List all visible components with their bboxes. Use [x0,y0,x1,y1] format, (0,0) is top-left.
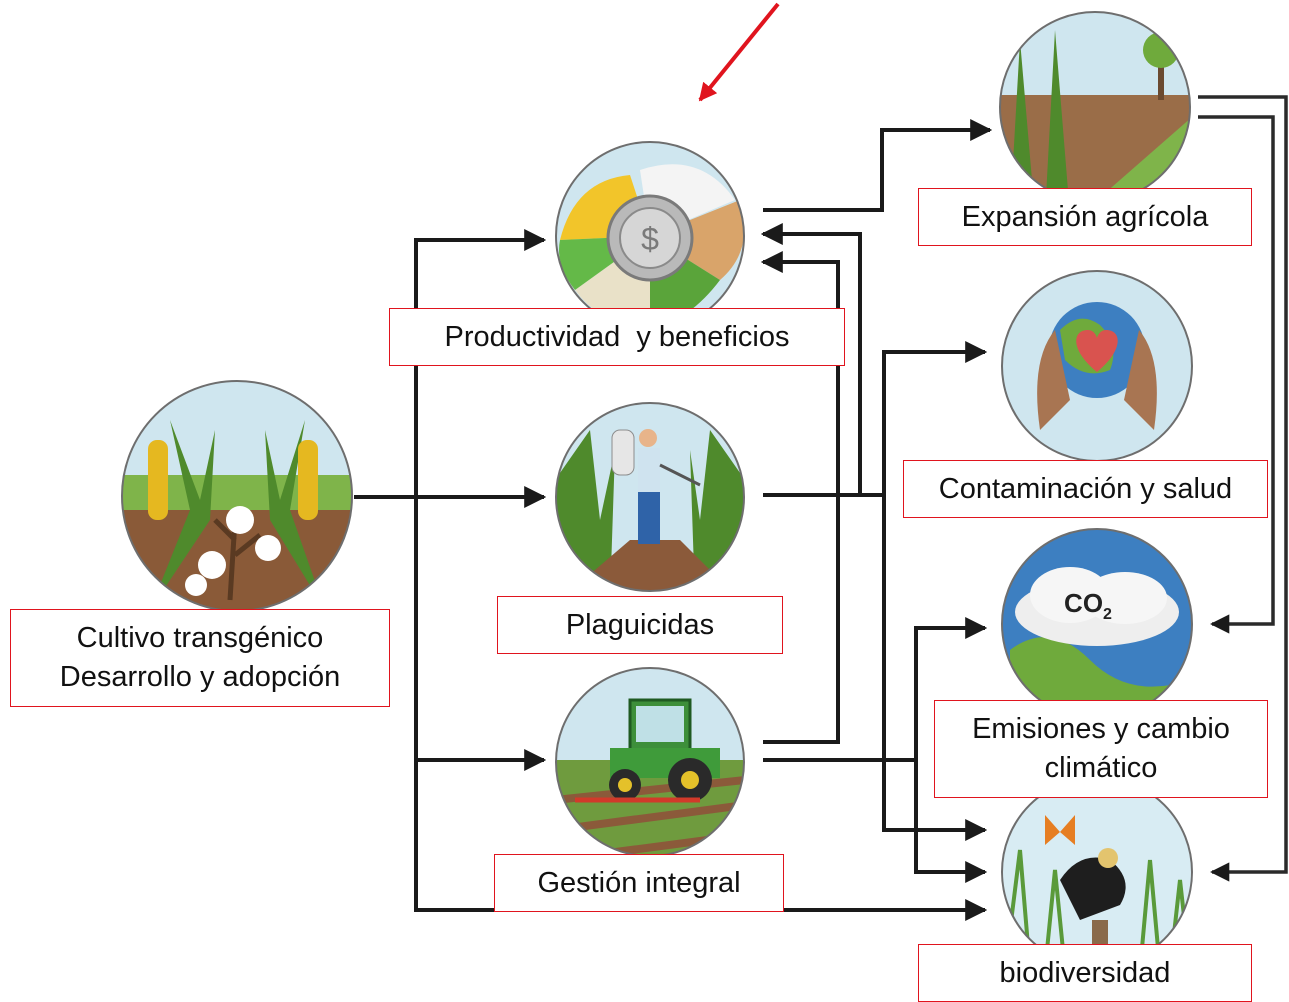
bird-butterfly-icon [1001,776,1193,968]
label-cultivo: Cultivo transgénico Desarrollo y adopció… [10,609,390,707]
arrow-productividad-expansion [763,119,993,212]
label-biodiversidad: biodiversidad [918,944,1252,1002]
arrow-cultivo-biodiversidad [414,760,988,921]
money-crops-icon: $ [555,141,745,331]
tractor-icon [555,667,745,857]
arrow-cultivo-productividad [414,229,547,497]
arrow-gestion-productividad [760,251,840,744]
co2-label: CO2 [1064,588,1112,623]
label-gestion-text: Gestión integral [537,866,741,899]
arrow-gestion-biodiversidad [914,760,988,883]
label-contaminacion: Contaminación y salud [903,460,1268,518]
label-productividad-text: Productividad y beneficios [444,320,790,353]
arrow-expansion-emisiones [1198,115,1275,634]
label-plaguicidas-text: Plaguicidas [565,608,715,641]
label-emisiones: Emisiones y cambio climático [934,700,1268,798]
label-plaguicidas: Plaguicidas [497,596,783,654]
label-productividad: Productividad y beneficios [389,308,845,366]
arrow-plaguicidas-contaminacion [860,341,988,497]
arrow-gestion-emisiones [763,617,988,762]
farmer-spraying-icon [555,402,745,592]
label-gestion: Gestión integral [494,854,784,912]
hands-holding-earth-icon [1001,270,1193,462]
arrow-plaguicidas-biodiversidad [882,495,988,841]
expansion-return-lines [1198,95,1288,882]
pointer-arrow [698,2,780,102]
corn-deforestation-icon [999,11,1191,203]
corn-cotton-field-icon [121,380,353,612]
label-biodiversidad-text: biodiversidad [999,956,1171,989]
label-cultivo-line-2: Desarrollo y adopción [59,661,341,693]
arrow-plaguicidas-productividad [760,223,862,497]
dollar-sign: $ [641,221,659,257]
label-emisiones-line-1: Emisiones y cambio [972,713,1230,745]
label-expansion-text: Expansión agrícola [961,200,1209,233]
connector-lines [354,119,993,921]
label-emisiones-line-2: climático [1044,752,1158,784]
label-contaminacion-text: Contaminación y salud [938,472,1233,505]
label-expansion: Expansión agrícola [918,188,1252,246]
arrow-expansion-biodiversidad [1198,95,1288,882]
label-cultivo-line-1: Cultivo transgénico [76,622,324,654]
